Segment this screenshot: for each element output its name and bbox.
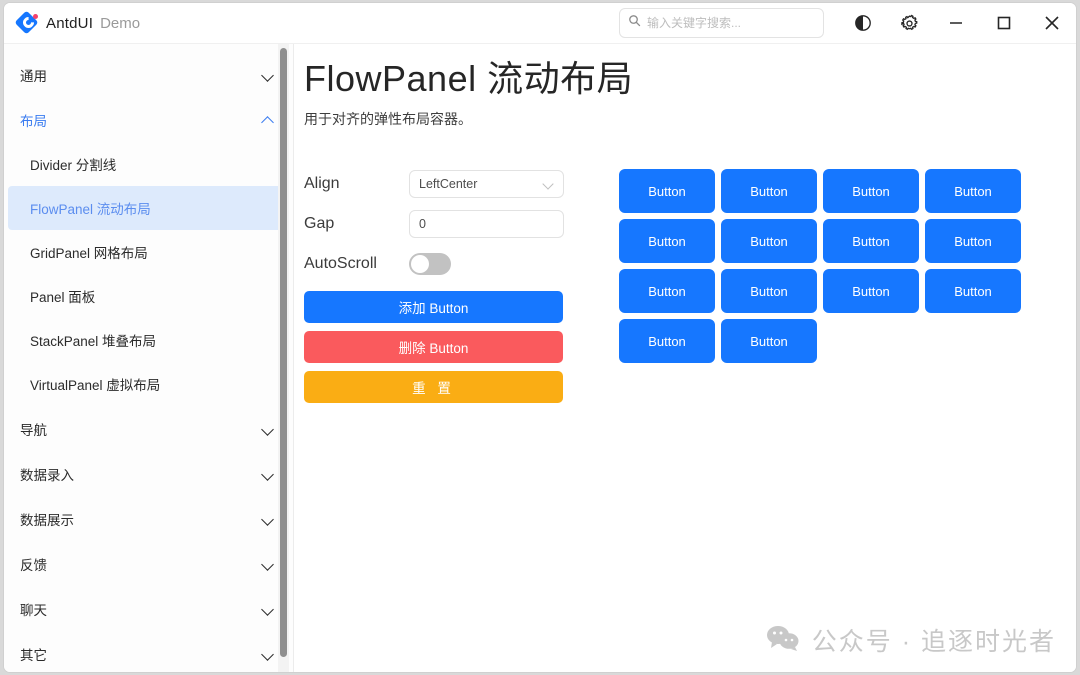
flow-button[interactable]: Button [823,169,919,213]
align-select[interactable]: LeftCenter [409,170,564,198]
sidebar-item-panel[interactable]: Panel 面板 [8,274,289,318]
autoscroll-row: AutoScroll [304,245,576,283]
sidebar-group-chat[interactable]: 聊天 [4,586,293,631]
flow-button[interactable]: Button [823,269,919,313]
controls-pane: Align LeftCenter Gap 0 AutoScroll [304,165,576,403]
sidebar-group-data-display[interactable]: 数据展示 [4,496,293,541]
reset-button[interactable]: 重 置 [304,371,563,403]
app-window: AntdUI Demo [3,2,1077,673]
sidebar-scrollbar-thumb[interactable] [280,48,287,657]
flow-panel-demo: Button Button Button Button Button Butto… [576,165,1076,403]
chevron-down-icon [543,179,554,190]
window-body: 通用 布局 Divider 分割线 FlowPanel 流动布局 GridPan… [4,44,1076,672]
chevron-down-icon [261,422,275,436]
sidebar-item-divider[interactable]: Divider 分割线 [8,142,289,186]
add-button-button[interactable]: 添加 Button [304,291,563,323]
sidebar-group-label: 通用 [20,68,47,84]
title-bar: AntdUI Demo [4,3,1076,44]
chevron-down-icon [261,512,275,526]
sidebar-item-label: Divider 分割线 [30,158,117,173]
autoscroll-label: AutoScroll [304,255,377,272]
watermark-text: 公众号 · 追逐时光者 [811,628,1056,656]
sidebar-group-label: 聊天 [20,602,47,618]
sidebar-item-virtualpanel[interactable]: VirtualPanel 虚拟布局 [8,362,289,406]
sidebar-item-gridpanel[interactable]: GridPanel 网格布局 [8,230,289,274]
sidebar-group-feedback[interactable]: 反馈 [4,541,293,586]
sidebar-group-layout[interactable]: 布局 [4,97,293,142]
delete-button-button[interactable]: 删除 Button [304,331,563,363]
antdui-logo-icon [14,10,40,36]
sidebar-group-label: 其它 [20,647,47,663]
sidebar-item-label: VirtualPanel 虚拟布局 [30,378,161,393]
sidebar-group-label: 数据录入 [20,467,74,483]
flow-button[interactable]: Button [619,219,715,263]
flow-button[interactable]: Button [619,319,715,363]
sidebar-group-label: 布局 [20,113,47,129]
wechat-icon [766,624,800,657]
sidebar-item-label: GridPanel 网格布局 [30,246,148,261]
align-label: Align [304,175,340,192]
app-title: AntdUI [46,14,94,32]
toggle-knob [411,255,429,273]
flow-button[interactable]: Button [619,169,715,213]
flow-button[interactable]: Button [721,169,817,213]
sidebar-group-label: 导航 [20,422,47,438]
search-input[interactable] [647,16,815,30]
chevron-down-icon [261,602,275,616]
autoscroll-toggle[interactable] [409,253,451,275]
theme-toggle-button[interactable] [840,3,886,44]
sidebar-item-label: FlowPanel 流动布局 [30,202,151,217]
chevron-down-icon [261,647,275,661]
chevron-down-icon [261,68,275,82]
demo-panes: Align LeftCenter Gap 0 AutoScroll [304,165,1076,403]
minimize-button[interactable] [932,3,980,44]
settings-button[interactable] [886,3,932,44]
close-button[interactable] [1028,3,1076,44]
flow-button[interactable]: Button [619,269,715,313]
align-row: Align LeftCenter [304,165,576,203]
sidebar-group-data-entry[interactable]: 数据录入 [4,451,293,496]
sidebar-item-label: StackPanel 堆叠布局 [30,334,157,349]
align-select-value: LeftCenter [419,177,478,191]
flow-button[interactable]: Button [925,269,1021,313]
flow-button[interactable]: Button [721,219,817,263]
gap-row: Gap 0 [304,205,576,243]
chevron-down-icon [261,557,275,571]
page-description: 用于对齐的弹性布局容器。 [304,111,472,127]
sidebar-group-other[interactable]: 其它 [4,631,293,672]
sidebar-group-navigation[interactable]: 导航 [4,406,293,451]
search-box[interactable] [619,8,824,38]
sidebar-item-stackpanel[interactable]: StackPanel 堆叠布局 [8,318,289,362]
flow-button-grid: Button Button Button Button Button Butto… [619,169,1031,363]
watermark: 公众号 · 追逐时光者 [766,622,1056,658]
search-icon [628,14,641,32]
sidebar-group-general[interactable]: 通用 [4,52,293,97]
flow-button[interactable]: Button [925,219,1021,263]
gap-label: Gap [304,215,335,232]
maximize-button[interactable] [980,3,1028,44]
gap-input-value: 0 [419,217,426,231]
flow-button[interactable]: Button [925,169,1021,213]
content-area: FlowPanel 流动布局 用于对齐的弹性布局容器。 Align LeftCe… [294,44,1076,672]
flow-button[interactable]: Button [721,319,817,363]
chevron-up-icon [261,113,275,127]
sidebar-group-label: 反馈 [20,557,47,573]
sidebar-divider [293,44,294,672]
flow-button[interactable]: Button [721,269,817,313]
gap-input[interactable]: 0 [409,210,564,238]
sidebar-item-label: Panel 面板 [30,290,96,305]
chevron-down-icon [261,467,275,481]
page-title: FlowPanel 流动布局 [304,58,634,99]
flow-button[interactable]: Button [823,219,919,263]
app-subtitle: Demo [100,14,141,32]
sidebar-item-flowpanel[interactable]: FlowPanel 流动布局 [8,186,289,230]
sidebar: 通用 布局 Divider 分割线 FlowPanel 流动布局 GridPan… [4,44,293,672]
sidebar-group-label: 数据展示 [20,512,74,528]
